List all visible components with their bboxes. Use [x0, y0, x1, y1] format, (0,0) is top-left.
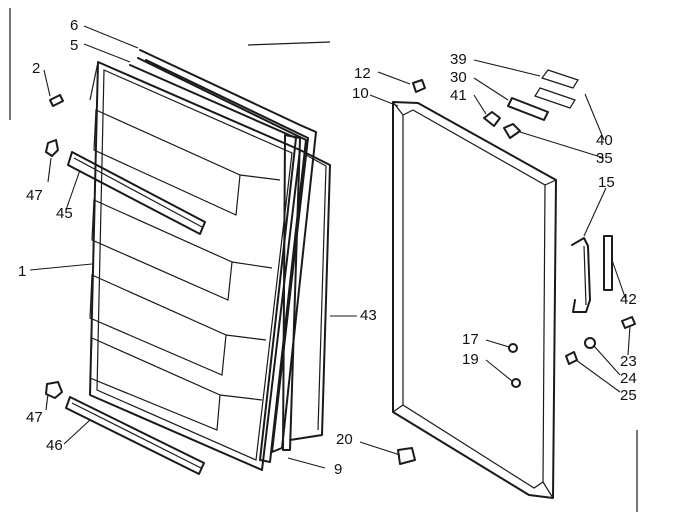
callout-labels: 6 5 2 1 47 45 47 46 43 9 12 10 39 30 41 … [18, 17, 637, 478]
scan-marks [9, 8, 638, 512]
callout-24: 24 [620, 370, 637, 387]
callout-5: 5 [70, 37, 78, 54]
callout-45: 45 [56, 205, 73, 222]
callout-40: 40 [596, 132, 613, 149]
screw-part-25 [565, 351, 578, 365]
callout-47-upper: 47 [26, 187, 43, 204]
callout-43: 43 [360, 307, 377, 324]
hinge-part-20 [397, 447, 416, 465]
outer-panel-part-9 [282, 134, 301, 451]
door-gasket-part-6 [139, 49, 317, 453]
shelf-bracket-part-47-upper [45, 139, 59, 157]
handle-trim-part-42 [603, 235, 613, 291]
hinge-part-35 [503, 123, 521, 139]
callout-39: 39 [450, 51, 467, 68]
screw-part-2 [49, 94, 64, 107]
callout-35: 35 [596, 150, 613, 167]
callout-10: 10 [352, 85, 369, 102]
callout-2: 2 [32, 60, 40, 77]
door-gasket-part-5 [129, 57, 307, 463]
callout-9: 9 [334, 461, 342, 478]
callout-25: 25 [620, 387, 637, 404]
callout-6: 6 [70, 17, 78, 34]
fastener-part-19 [511, 378, 521, 388]
shelf-bar-part-45 [67, 151, 206, 235]
callout-17: 17 [462, 331, 479, 348]
callout-30: 30 [450, 69, 467, 86]
washer-part-24 [584, 337, 596, 349]
shelf-bar-part-46 [65, 396, 205, 475]
leader-lines [29, 25, 631, 469]
callout-20: 20 [336, 431, 353, 448]
insulation-panel-part-43 [289, 149, 331, 441]
callout-12: 12 [354, 65, 371, 82]
callout-19: 19 [462, 351, 479, 368]
callout-23: 23 [620, 353, 637, 370]
shelf-bracket-part-47-lower [45, 381, 63, 399]
screw-part-23 [621, 316, 636, 329]
callout-42: 42 [620, 291, 637, 308]
hinge-part-41 [483, 111, 501, 127]
door-liner-part-1 [89, 61, 301, 471]
strip-part-39 [534, 69, 579, 109]
callout-46: 46 [46, 437, 63, 454]
plug-part-12 [412, 79, 426, 93]
fastener-part-17 [508, 343, 518, 353]
door-frame-part-10 [392, 101, 557, 499]
door-handle-part-15 [571, 237, 591, 313]
strip-part-30 [507, 97, 549, 121]
callout-15: 15 [598, 174, 615, 191]
callout-47-lower: 47 [26, 409, 43, 426]
callout-41: 41 [450, 87, 467, 104]
callout-1: 1 [18, 263, 26, 280]
